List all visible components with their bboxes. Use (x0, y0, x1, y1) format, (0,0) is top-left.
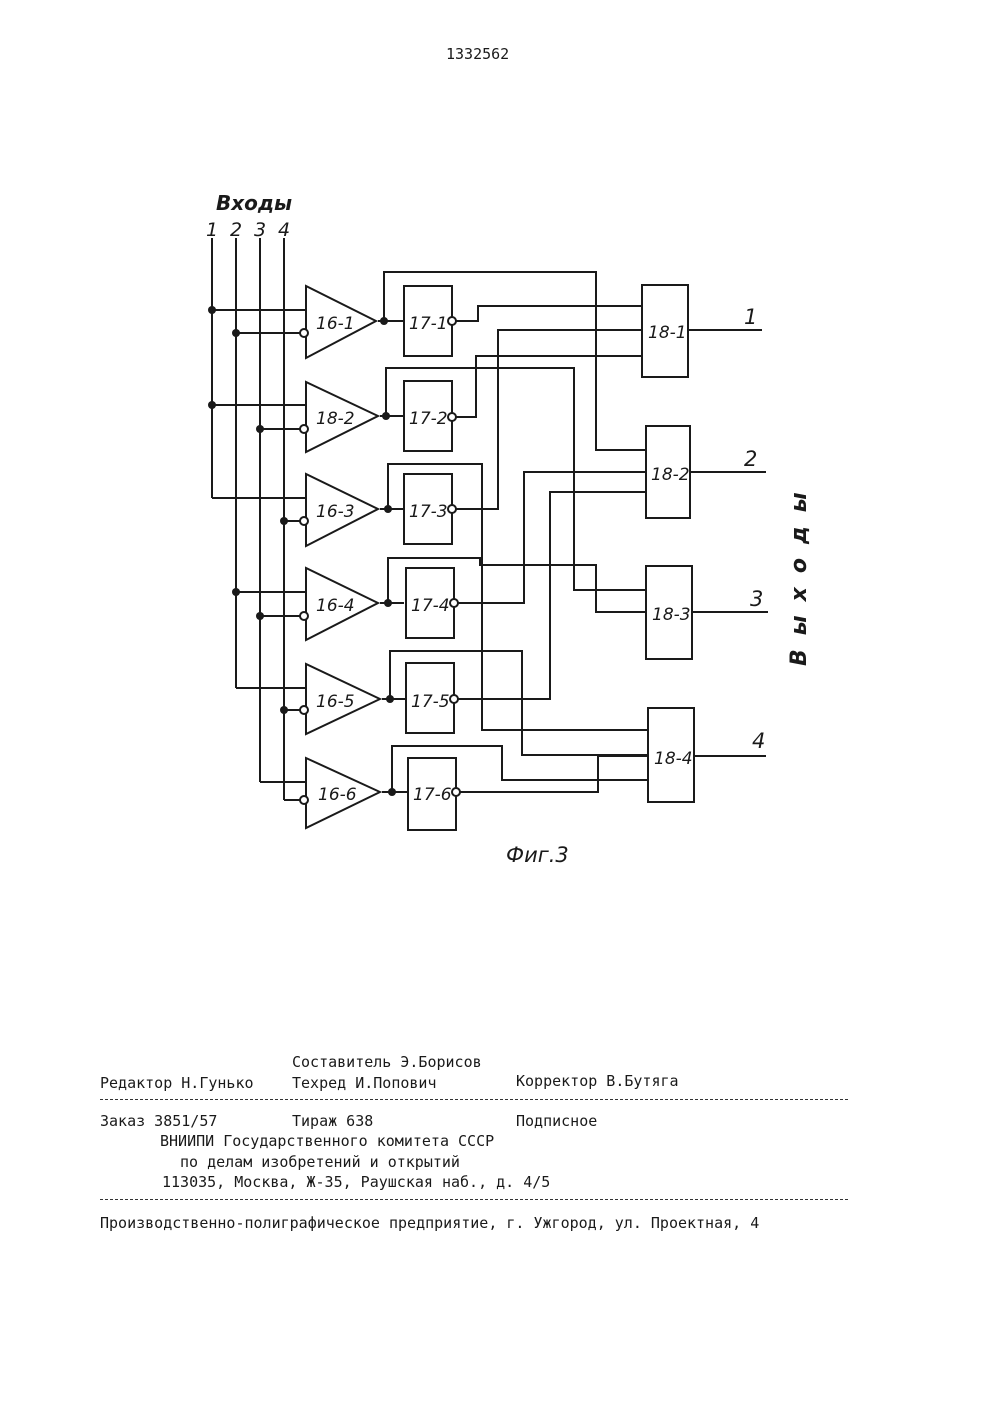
organization-line-2: по делам изобретений и открытий (180, 1153, 460, 1171)
comparator-label: 16-3 (316, 502, 355, 522)
inverter-label: 17-1 (409, 314, 448, 334)
comparator-label: 16-5 (316, 692, 355, 712)
organization-line-1: ВНИИПИ Государственного комитета СССР (160, 1132, 494, 1150)
comparator-label: 16-6 (318, 785, 357, 805)
divider (100, 1099, 848, 1100)
comparator-label: 18-2 (316, 409, 355, 429)
editor-line: Редактор Н.Гунько (100, 1074, 254, 1092)
address-line: 113035, Москва, Ж-35, Раушская наб., д. … (162, 1173, 550, 1191)
input-number-3: 3 (254, 219, 266, 241)
inverter-label: 17-3 (409, 502, 448, 522)
input-number-4: 4 (278, 219, 290, 241)
output-block-label: 18-4 (654, 749, 693, 769)
order-line: Заказ 3851/57 (100, 1112, 217, 1130)
comparator-label: 16-4 (316, 596, 355, 616)
output-number-3: 3 (750, 587, 763, 611)
output-number-1: 1 (744, 305, 757, 329)
inverter-label: 17-5 (411, 692, 450, 712)
inputs-title: Входы (216, 191, 292, 215)
tech-editor-line: Техред И.Попович (292, 1074, 437, 1092)
output-block-label: 18-1 (648, 323, 687, 343)
comparator-label: 16-1 (316, 314, 355, 334)
inverter-label: 17-2 (409, 409, 448, 429)
corrector-line: Корректор В.Бутяга (516, 1072, 679, 1090)
outputs-title: Выходы (787, 478, 812, 666)
subscription-line: Подписное (516, 1112, 597, 1130)
output-block-label: 18-2 (651, 465, 690, 485)
inverter-label: 17-4 (411, 596, 450, 616)
figure-caption: Фиг.3 (506, 843, 569, 867)
circuit-diagram: Входы 1 2 3 4 16-1 18-2 16-3 16-4 16-5 1… (0, 0, 1000, 900)
inverter-label: 17-6 (413, 785, 452, 805)
divider (100, 1199, 848, 1200)
compiler-line: Составитель Э.Борисов (292, 1053, 482, 1071)
output-number-4: 4 (752, 729, 765, 753)
output-block-label: 18-3 (652, 605, 691, 625)
print-run-line: Тираж 638 (292, 1112, 373, 1130)
printer-line: Производственно-полиграфическое предприя… (100, 1214, 759, 1232)
input-number-1: 1 (206, 219, 218, 241)
output-number-2: 2 (744, 447, 757, 471)
input-number-2: 2 (230, 219, 242, 241)
